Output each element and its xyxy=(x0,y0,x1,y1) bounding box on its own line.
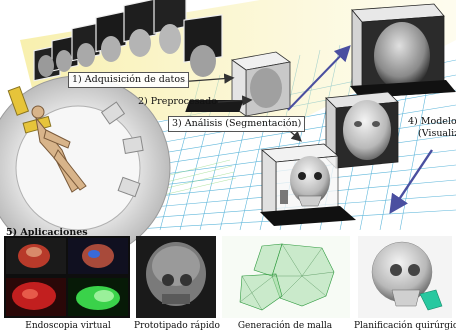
app-panel-mesh-generation xyxy=(222,236,350,318)
caption-mesh-generation: Generación de malla xyxy=(230,321,340,331)
app-panel-rapid-prototyping xyxy=(136,236,216,318)
caption-virtual-endoscopy: Endoscopia virtual xyxy=(20,321,116,331)
head-volume-top xyxy=(350,4,456,98)
app-panel-virtual-endoscopy xyxy=(4,236,130,318)
caption-rapid-prototyping: Prototipado rápido xyxy=(132,321,222,331)
step-preprocess-label: 2) Preprocesado xyxy=(138,96,217,108)
step-models-label: 4) Modelos xyxy=(408,116,456,128)
step-visualization-label: (Visualiz xyxy=(418,128,456,140)
step-acquisition-label: 1) Adquisición de datos xyxy=(68,72,189,88)
step-analysis-label: 3) Análisis (Segmentación) xyxy=(168,116,305,132)
app-panel-surgical-planning xyxy=(358,236,452,318)
caption-surgical-planning: Planificación quirúrgica xyxy=(354,321,456,331)
